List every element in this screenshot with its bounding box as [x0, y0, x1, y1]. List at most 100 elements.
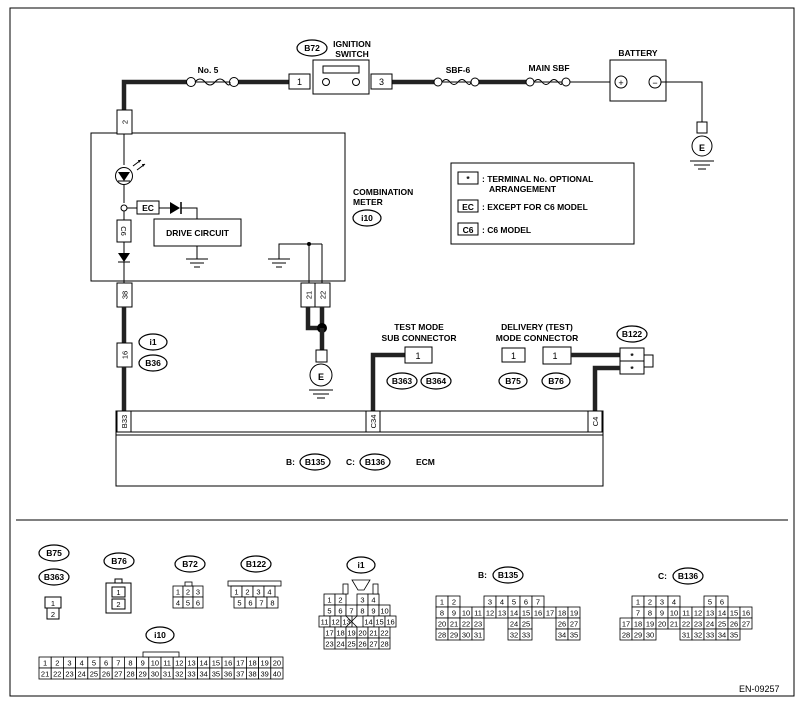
b76-code: B76 [548, 376, 564, 386]
meter-c6: C6 [119, 226, 128, 236]
pin-number: 4 [80, 659, 84, 668]
fuse-no5: No. 5 [186, 65, 239, 87]
fuse-main-sbf: MAIN SBF [525, 63, 571, 87]
pin-number: 39 [261, 670, 269, 679]
pin-number: 26 [558, 620, 566, 629]
drive-circuit-label: DRIVE CIRCUIT [166, 228, 230, 238]
pin-number: 34 [558, 631, 566, 640]
pin-number: 8 [270, 599, 274, 608]
legend: * : TERMINAL No. OPTIONAL ARRANGEMENT EC… [450, 162, 635, 245]
pin-number: 27 [742, 620, 750, 629]
ecm: B33 C34 C4 B: B135 C: B136 ECM [115, 410, 604, 487]
pin-number: 1 [176, 588, 180, 597]
pin-number: 5 [327, 607, 331, 616]
view-b135-code: B135 [498, 570, 519, 580]
pin-number: 7 [636, 609, 640, 618]
pin-number: 14 [718, 609, 726, 618]
pin-number: 3 [488, 598, 492, 607]
pin-number: 10 [151, 659, 159, 668]
pin-number: 5 [512, 598, 516, 607]
pin-number: 14 [200, 659, 208, 668]
b36-code: B36 [145, 358, 161, 368]
pin-number: 23 [65, 670, 73, 679]
pin-number: 22 [53, 670, 61, 679]
pin-number: 4 [267, 588, 271, 597]
main-sbf-label: MAIN SBF [528, 63, 569, 73]
delivery-label-2: MODE CONNECTOR [496, 333, 579, 343]
view-c136-prefix: C: [658, 571, 667, 581]
pin-cell [266, 596, 279, 609]
pin-cell [739, 617, 753, 630]
pin-number: 3 [256, 588, 260, 597]
pin-number: 15 [212, 659, 220, 668]
pin-number: 3 [67, 659, 71, 668]
pin-cell [270, 667, 284, 680]
legend-text-1: : EXCEPT FOR C6 MODEL [482, 202, 588, 212]
pin-number: 4 [371, 596, 375, 605]
pin-number: 10 [380, 607, 388, 616]
ignition-switch: 1 3 B72 IGNITION SWITCH [288, 39, 393, 95]
legend-key-1: EC [462, 202, 474, 212]
pin-number: 35 [570, 631, 578, 640]
legend-text-0b: ARRANGEMENT [489, 184, 557, 194]
pin-cell [471, 628, 485, 641]
view-b75-pin2: 2 [51, 610, 55, 619]
pin-number: 32 [175, 670, 183, 679]
pin-number: 34 [718, 631, 726, 640]
pin-number: 28 [126, 670, 134, 679]
pin-number: 10 [670, 609, 678, 618]
pin-number: 29 [139, 670, 147, 679]
pin-number: 4 [500, 598, 504, 607]
pin-number: 17 [325, 629, 333, 638]
pin-number: 10 [462, 609, 470, 618]
ign-pin3: 3 [379, 77, 384, 87]
legend-text-0a: : TERMINAL No. OPTIONAL [482, 174, 593, 184]
ecm-pin-b33: B33 [120, 415, 129, 428]
pin-number: 8 [440, 609, 444, 618]
pin-number: 12 [175, 659, 183, 668]
pin-cell [384, 615, 397, 628]
pin-number: 31 [163, 670, 171, 679]
ecm-c-prefix: C: [346, 457, 355, 467]
battery-ground-label: E [699, 143, 705, 153]
pin-number: 21 [369, 629, 377, 638]
connector-i1-b36: 16 i1 B36 [116, 307, 168, 411]
pin-number: 4 [672, 598, 676, 607]
pin-number: 2 [245, 588, 249, 597]
ec-tag: EC [142, 203, 154, 213]
pin-number: 18 [248, 659, 256, 668]
view-b122-code: B122 [246, 559, 267, 569]
footer-code: EN-09257 [739, 684, 780, 694]
pin-number: 25 [347, 640, 355, 649]
b122-star-1: * [630, 351, 634, 361]
pin-number: 21 [41, 670, 49, 679]
pin-number: 19 [261, 659, 269, 668]
view-b75-pin1: 1 [51, 599, 55, 608]
pin-number: 5 [186, 599, 190, 608]
pin-number: 2 [338, 596, 342, 605]
pin-number: 27 [369, 640, 377, 649]
view-b75-code: B75 [46, 548, 62, 558]
pin-cell [567, 628, 581, 641]
fuse-no5-label: No. 5 [198, 65, 219, 75]
pin-number: 37 [236, 670, 244, 679]
pin-number: 18 [336, 629, 344, 638]
pin-number: 8 [128, 659, 132, 668]
pin-number: 27 [114, 670, 122, 679]
pin-number: 11 [163, 659, 171, 668]
pin-number: 35 [212, 670, 220, 679]
pin-number: 20 [273, 659, 281, 668]
legend-key-2: C6 [463, 225, 474, 235]
pin-number: 23 [474, 620, 482, 629]
pin-number: 1 [43, 659, 47, 668]
meter-label-2: METER [353, 197, 383, 207]
pin-number: 6 [104, 659, 108, 668]
pin-number: 25 [90, 670, 98, 679]
pin-number: 6 [248, 599, 252, 608]
pin-number: 26 [102, 670, 110, 679]
pin-number: 14 [510, 609, 518, 618]
ecm-c136: B136 [365, 457, 386, 467]
pin-number: 23 [325, 640, 333, 649]
delivery-label-1: DELIVERY (TEST) [501, 322, 573, 332]
